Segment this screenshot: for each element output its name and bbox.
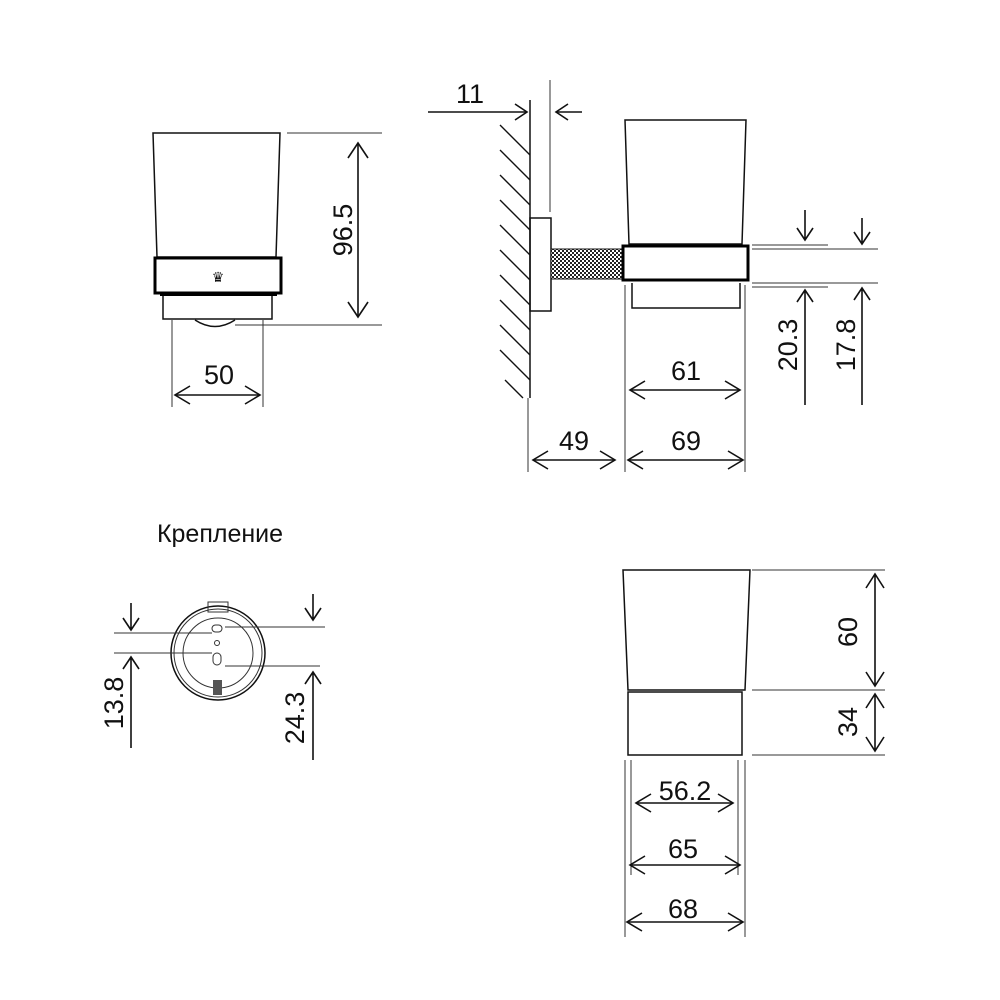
glass-view: 60 34 56.2 65 68 xyxy=(622,569,885,937)
holder-base xyxy=(162,296,273,320)
wall-hatch xyxy=(499,124,531,399)
front-view: ♛ 96.5 50 xyxy=(152,132,382,407)
glass-outline xyxy=(622,569,751,691)
dim-band-height-b: 17.8 xyxy=(831,319,861,372)
knurled-rod xyxy=(550,248,624,280)
mount-section-title: Крепление xyxy=(157,520,283,548)
dim-offset-b: 24.3 xyxy=(280,692,310,745)
mount-view: 13.8 24.3 xyxy=(99,594,325,760)
dim-band-height-a: 20.3 xyxy=(773,319,803,372)
side-view: 11 61 69 49 20.3 17.8 xyxy=(428,79,878,472)
dim-band-inner: 61 xyxy=(671,356,701,386)
dim-projection: 49 xyxy=(559,426,589,456)
dim-top-width: 68 xyxy=(668,894,698,924)
dim-base-width: 56.2 xyxy=(659,776,712,806)
dim-height: 96.5 xyxy=(328,204,358,257)
glass-base xyxy=(627,691,743,756)
dim-base-width: 50 xyxy=(204,360,234,390)
wall-plate xyxy=(529,217,552,312)
dim-mid-width: 65 xyxy=(668,834,698,864)
dim-offset-a: 13.8 xyxy=(99,677,129,730)
holder-band xyxy=(621,244,750,282)
glass-outline xyxy=(152,132,281,258)
logo-icon: ♛ xyxy=(212,269,225,285)
dim-glass-height: 60 xyxy=(833,617,863,647)
dim-wall-gap: 11 xyxy=(456,79,484,109)
holder-band xyxy=(153,256,283,295)
dim-base-height: 34 xyxy=(833,707,863,737)
glass-outline xyxy=(624,119,747,245)
dim-band-outer: 69 xyxy=(671,426,701,456)
